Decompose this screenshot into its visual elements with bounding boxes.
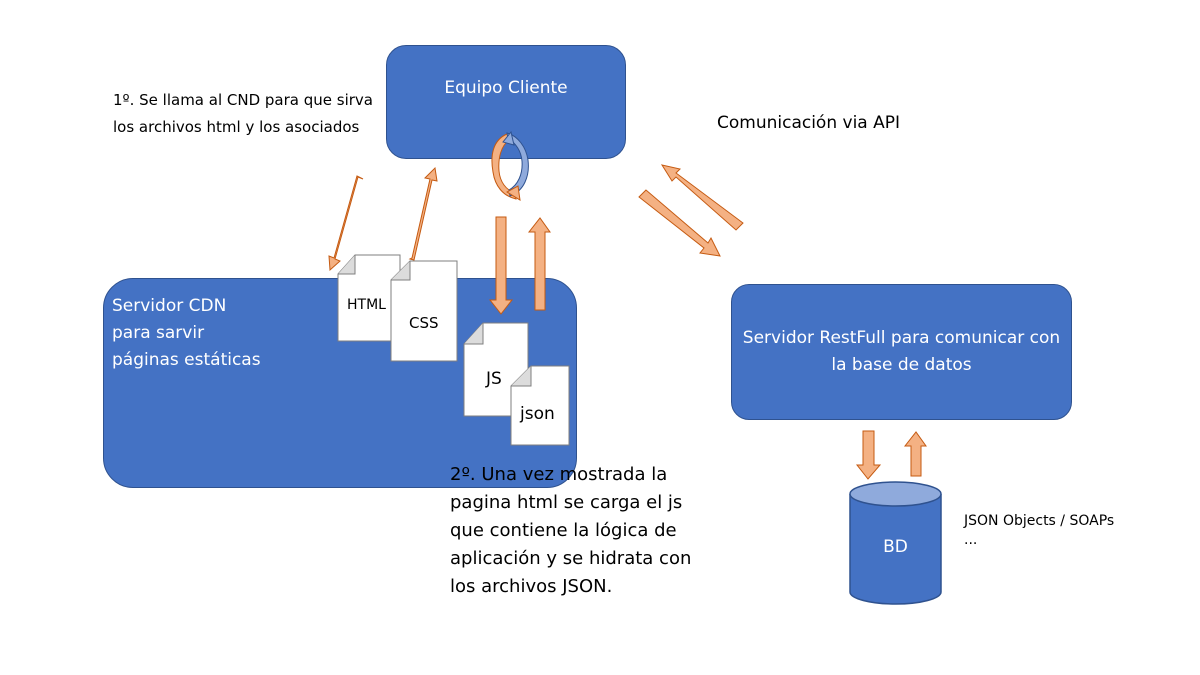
html-document-label: HTML xyxy=(347,297,386,313)
json-objects-note: JSON Objects / SOAPs xyxy=(964,513,1115,529)
json-document-label: json xyxy=(520,404,555,424)
rest-server-label: Servidor RestFull para comunicar con la … xyxy=(742,328,1061,375)
refresh-cycle-icon xyxy=(491,130,529,201)
rest-server-node: Servidor RestFull para comunicar con la … xyxy=(731,284,1072,420)
database-cylinder-icon xyxy=(849,481,942,605)
js-document-label: JS xyxy=(486,369,502,389)
arrow-up-from-json xyxy=(527,217,551,311)
step2-note: 2º. Una vez mostrada la pagina html se c… xyxy=(450,464,692,597)
database-label: BD xyxy=(883,537,908,557)
arrow-client-to-cdn xyxy=(328,175,364,272)
css-document-label: CSS xyxy=(409,314,439,332)
api-communication-note: Comunicación via API xyxy=(717,113,901,133)
json-objects-ellipsis: ... xyxy=(964,532,978,548)
step1-note: 1º. Se llama al CND para que sirva los a… xyxy=(113,91,373,136)
arrow-db-to-rest xyxy=(903,431,927,477)
arrow-rest-to-client xyxy=(660,164,744,231)
arrow-cdn-to-client xyxy=(408,166,438,261)
cdn-server-label: Servidor CDN para sarvir páginas estátic… xyxy=(112,296,261,370)
arrow-client-to-rest xyxy=(638,189,721,257)
arrow-rest-to-db xyxy=(855,430,882,480)
client-label: Equipo Cliente xyxy=(444,78,568,98)
arrow-down-to-js xyxy=(488,216,514,315)
